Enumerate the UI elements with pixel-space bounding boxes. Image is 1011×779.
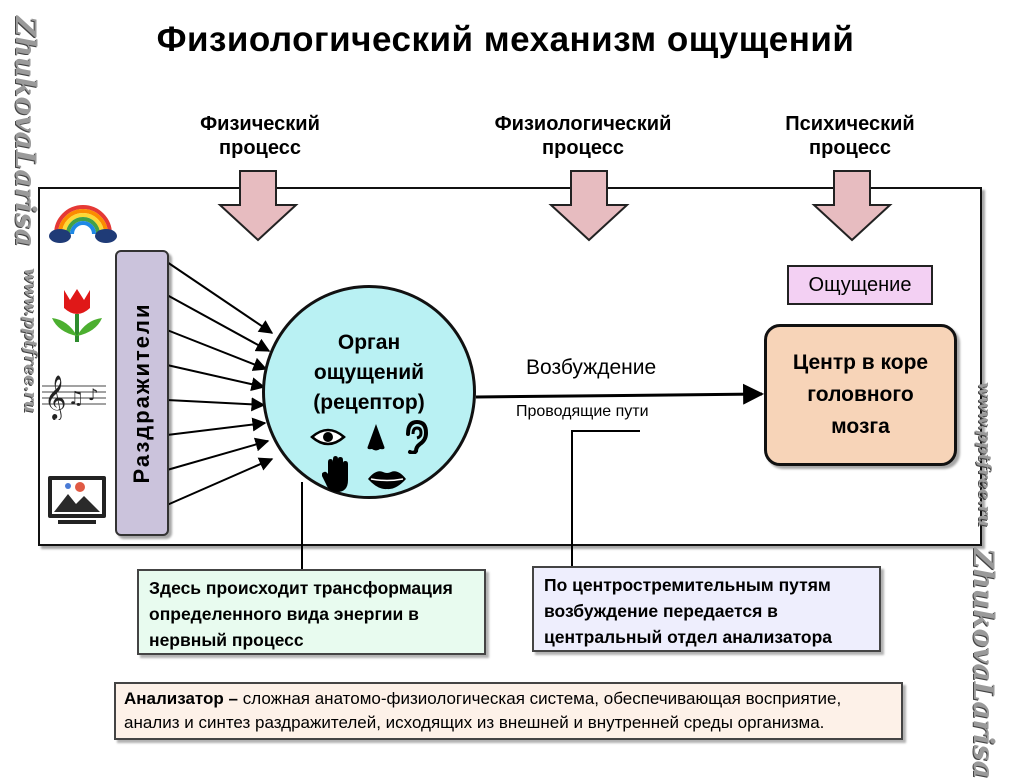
transformation-note-line1: Здесь происходит трансформация xyxy=(149,578,453,598)
rainbow-icon xyxy=(49,205,117,243)
svg-text:♫: ♫ xyxy=(68,388,84,409)
transformation-note-line2: определенного вида энергии в xyxy=(149,604,419,624)
sensation-box: Ощущение xyxy=(787,265,933,305)
process-arrow-physical xyxy=(217,170,299,242)
sense-organ-circle: Орган ощущений (рецептор) xyxy=(262,285,476,499)
stimulus-arrow xyxy=(166,364,266,392)
stimulus-arrow xyxy=(166,397,266,412)
pathways-note-line1: По центростремительным путям xyxy=(544,575,831,595)
stimulus-arrow xyxy=(166,261,274,334)
psychic-process-line1: Психический xyxy=(785,113,915,135)
diagram-graphics xyxy=(166,170,893,569)
physical-process-line1: Физический xyxy=(200,113,320,135)
tulip-icon xyxy=(52,289,102,342)
physiological-process-line1: Физиологический xyxy=(494,113,672,135)
transformation-note-line3: нервный процесс xyxy=(149,630,304,650)
sense-organ-line1: Орган xyxy=(337,331,401,354)
analyzer-text: сложная анатомо-физиологическая система,… xyxy=(124,689,842,732)
ear-icon xyxy=(406,420,428,454)
physiological-process-label: Физиологический процесс xyxy=(468,112,698,160)
pathways-note-line3: центральный отдел анализатора xyxy=(544,627,833,647)
analyzer-term: Анализатор – xyxy=(124,689,238,708)
process-arrow-psychic xyxy=(811,170,893,242)
sense-organ-line3: (рецептор) xyxy=(313,391,425,414)
stimulus-arrow xyxy=(166,417,267,436)
physical-process-line2: процесс xyxy=(219,137,301,159)
tv-icon xyxy=(48,476,106,524)
cortex-line1: Центр в коре xyxy=(792,351,929,374)
stimulus-arrows xyxy=(166,261,274,506)
cortex-line3: мозга xyxy=(831,415,890,438)
stimuli-label: Раздражители xyxy=(129,302,154,484)
excitation-arrow xyxy=(475,383,765,405)
watermark-right-bottom: ZhukovaLarisa xyxy=(967,548,1000,779)
cortex-line2: головного xyxy=(807,383,914,406)
eye-icon xyxy=(310,428,346,446)
stimulus-arrow xyxy=(166,294,271,352)
physiological-process-line2: процесс xyxy=(542,137,624,159)
watermark-left-bottom: www.pptfree.ru xyxy=(20,268,40,413)
stimulus-arrow xyxy=(166,437,270,471)
stimulus-arrow xyxy=(166,329,268,371)
pathways-note-line2: возбуждение передается в xyxy=(544,601,778,621)
music-notes-icon: 𝄞 ♫ ♪ xyxy=(42,375,106,420)
cortex-center-box: Центр в коре головного мозга xyxy=(764,324,957,466)
sense-organ-line2: ощущений xyxy=(313,361,425,384)
transformation-note: Здесь происходит трансформация определен… xyxy=(137,569,486,655)
pathways-label: Проводящие пути xyxy=(516,403,649,420)
page-title: Физиологический механизм ощущений xyxy=(156,20,855,59)
diagram-frame xyxy=(38,187,982,546)
analyzer-definition: Анализатор – сложная анатомо-физиологиче… xyxy=(114,682,903,740)
lips-icon xyxy=(368,471,406,490)
svg-text:♪: ♪ xyxy=(88,385,98,404)
stimulus-arrow xyxy=(166,457,274,506)
physical-process-label: Физический процесс xyxy=(170,112,350,160)
sense-organ-label: Орган ощущений (рецептор) xyxy=(265,328,473,418)
nose-icon xyxy=(367,424,385,451)
watermark-left-top: ZhukovaLarisa xyxy=(9,16,42,247)
watermark-right-top: www.pptfree.ru xyxy=(974,382,994,527)
hand-icon xyxy=(322,456,348,492)
pathways-note: По центростремительным путям возбуждение… xyxy=(532,566,881,652)
process-arrow-physiological xyxy=(548,170,630,242)
svg-text:𝄞: 𝄞 xyxy=(44,375,66,420)
psychic-process-label: Психический процесс xyxy=(760,112,940,160)
stimuli-bar: Раздражители xyxy=(115,250,169,536)
psychic-process-line2: процесс xyxy=(809,137,891,159)
excitation-label: Возбуждение xyxy=(526,356,657,379)
